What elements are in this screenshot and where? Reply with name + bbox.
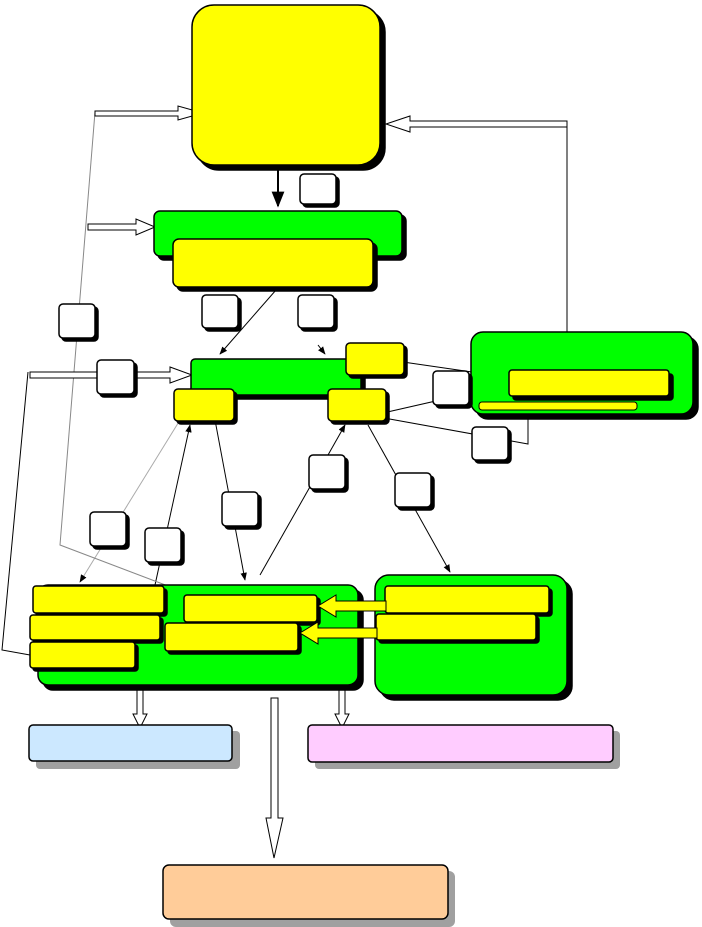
output-blue-box xyxy=(28,724,233,762)
middle-small-left-box xyxy=(173,388,235,422)
edge-label-7 xyxy=(471,426,512,464)
middle-small-right-top-box xyxy=(345,342,405,376)
top-process-box xyxy=(191,4,381,166)
hollow-arrow-right-to-top xyxy=(384,115,568,133)
edge-label-9 xyxy=(394,472,435,511)
connector-left-loop xyxy=(1,371,31,656)
connector-left-feedback xyxy=(59,111,169,587)
yellow-arrow-upper xyxy=(317,594,387,618)
hollow-arrow-into-top xyxy=(94,105,205,121)
middle-small-right-box xyxy=(327,388,387,422)
connector-upper-to-middle-left xyxy=(219,289,277,355)
right-green-bar xyxy=(508,369,670,397)
upper-green-inner-box xyxy=(172,238,374,288)
hollow-arrow-down-pink xyxy=(334,687,350,730)
bottom-right-item-2 xyxy=(375,613,537,641)
edge-label-1 xyxy=(299,173,340,208)
connector-middle-left-to-bottom-left xyxy=(79,419,181,583)
nodes xyxy=(28,4,699,920)
edge-label-boxes xyxy=(58,173,512,566)
hollow-arrow-down-blue xyxy=(132,687,148,730)
output-orange-box xyxy=(162,864,449,920)
edge-label-3 xyxy=(297,294,338,332)
bottom-left-item-3 xyxy=(29,641,136,669)
bottom-right-item-1 xyxy=(384,585,550,614)
edge-label-6 xyxy=(432,370,473,409)
right-green-thin-bar xyxy=(478,401,638,411)
edge-label-2 xyxy=(201,294,242,332)
hollow-arrow-down-orange xyxy=(265,697,284,859)
edge-label-8 xyxy=(308,454,349,493)
edge-label-5 xyxy=(96,359,138,398)
hollow-arrow-into-upper xyxy=(87,218,157,236)
connector-bottom-to-middle-right xyxy=(259,424,346,576)
bottom-left-item-2 xyxy=(29,614,161,641)
yellow-arrows xyxy=(299,594,387,645)
edge-label-4 xyxy=(58,303,99,342)
bottom-left-item-1 xyxy=(32,585,165,614)
output-pink-box xyxy=(307,724,614,763)
yellow-arrow-lower xyxy=(299,621,378,645)
edge-label-10 xyxy=(221,491,262,530)
bottom-center-item-2 xyxy=(164,622,299,652)
edge-label-11 xyxy=(89,511,130,550)
edge-label-12 xyxy=(144,527,185,566)
bottom-center-item-1 xyxy=(183,594,318,623)
connector-upper-to-middle-right xyxy=(317,344,326,355)
